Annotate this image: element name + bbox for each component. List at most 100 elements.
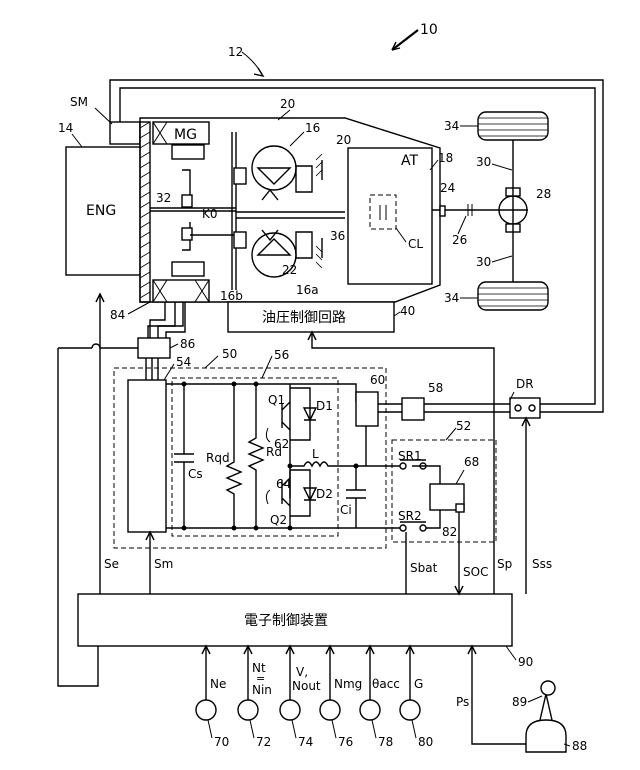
line-60-58	[378, 404, 402, 412]
ref-16b: 16b	[220, 289, 243, 303]
automatic-transmission-label: AT	[401, 153, 418, 169]
ref-20-inner: 20	[336, 133, 351, 147]
sr1-label: SR1	[398, 449, 422, 463]
leader-16	[290, 132, 304, 146]
signal-nmg: Nmg	[334, 677, 362, 691]
ref-32: 32	[156, 191, 171, 205]
line-58-dr	[424, 404, 510, 412]
clutch-k0-top	[182, 195, 192, 207]
ref-82: 82	[442, 525, 457, 539]
leader-90	[506, 646, 516, 660]
d2-label: D2	[316, 487, 333, 501]
ref-52: 52	[456, 419, 471, 433]
leader-50	[205, 356, 218, 368]
sr1-contact-a	[400, 463, 406, 469]
ref-74: 74	[298, 735, 313, 749]
ref-88: 88	[572, 739, 587, 753]
ref-70: 70	[214, 735, 229, 749]
resistor-rd	[249, 384, 263, 528]
mg-stator-top	[172, 145, 204, 159]
ref-20-top: 20	[280, 97, 295, 111]
leader-52	[446, 428, 456, 440]
signal-v: V,	[296, 665, 308, 679]
ref-40: 40	[400, 304, 415, 318]
ref-22: 22	[282, 263, 297, 277]
ref-72: 72	[256, 735, 271, 749]
leader-64	[266, 490, 270, 504]
sensor-78	[360, 700, 380, 720]
dr-label: DR	[516, 377, 534, 391]
mg-bearing-box	[153, 280, 209, 302]
ref-10: 10	[420, 22, 438, 38]
ref-28: 28	[536, 187, 551, 201]
ref-60: 60	[370, 373, 385, 387]
wheel-bottom	[478, 282, 548, 310]
box-58	[402, 398, 424, 420]
leader-86	[170, 344, 178, 348]
q1-label: Q1	[268, 393, 285, 407]
capacitor-cs	[174, 384, 194, 528]
ref-14: 14	[58, 121, 73, 135]
sensor-72	[238, 700, 258, 720]
ref-58: 58	[428, 381, 443, 395]
leader-68	[456, 470, 464, 484]
housing-ground-hatch	[316, 154, 322, 268]
sensor-70	[196, 700, 216, 720]
box-60	[356, 392, 378, 426]
ref-50: 50	[222, 347, 237, 361]
ref-64: 64	[276, 477, 291, 491]
signal-soc: SOC	[463, 565, 488, 579]
output-joint	[440, 206, 445, 216]
ref-62: 62	[274, 437, 289, 451]
automatic-transmission-box	[348, 148, 432, 284]
motor-generator-label: MG	[174, 127, 197, 143]
sensor-74	[280, 700, 300, 720]
shift-lever	[526, 681, 566, 752]
sensor-76	[320, 700, 340, 720]
ref-36: 36	[330, 229, 345, 243]
signal-sbat: Sbat	[410, 561, 438, 575]
box-86	[138, 338, 170, 358]
arrowhead-12	[254, 68, 263, 76]
resistor-rqd-label: Rqd	[206, 451, 230, 465]
signal-nout: Nout	[292, 679, 321, 693]
leader-14	[72, 134, 82, 147]
sensor-80	[400, 700, 420, 720]
hydraulic-control-circuit-label: 油圧制御回路	[262, 310, 346, 326]
leader-89	[528, 696, 542, 702]
ref-89: 89	[512, 695, 527, 709]
signal-ne: Ne	[210, 677, 226, 691]
ref-26: 26	[452, 233, 467, 247]
ref-84: 84	[110, 308, 125, 322]
sr2-contact-b	[420, 525, 426, 531]
signal-nin: Nin	[252, 683, 272, 697]
d1-label: D1	[316, 399, 333, 413]
signal-sp: Sp	[497, 557, 512, 571]
inductor-l-label: L	[312, 447, 319, 461]
ref-34-bottom: 34	[444, 291, 459, 305]
ref-54: 54	[176, 355, 191, 369]
midpoint-dot	[288, 464, 293, 469]
leader-30-bottom	[492, 256, 512, 262]
clutch-cl-label: CL	[408, 237, 423, 251]
ref-80: 80	[418, 735, 433, 749]
sr2-contact-a	[400, 525, 406, 531]
arrow-10	[392, 30, 418, 50]
capacitor-cs-label: Cs	[188, 467, 203, 481]
ref-18: 18	[438, 151, 453, 165]
engine-label: ENG	[86, 203, 116, 219]
sr2-label: SR2	[398, 509, 422, 523]
clutch-k0-bottom	[182, 228, 192, 240]
ref-34-top: 34	[444, 119, 459, 133]
sensor-82	[456, 504, 464, 512]
ref-12: 12	[228, 45, 243, 59]
leader-30-top	[492, 164, 512, 170]
signal-sm: Sm	[154, 557, 173, 571]
starter-motor-label: SM	[70, 95, 88, 109]
ref-30-bottom: 30	[476, 255, 491, 269]
ref-24: 24	[440, 181, 455, 195]
ref-76: 76	[338, 735, 353, 749]
mg-power-lines	[150, 302, 185, 338]
leader-26	[458, 216, 466, 234]
